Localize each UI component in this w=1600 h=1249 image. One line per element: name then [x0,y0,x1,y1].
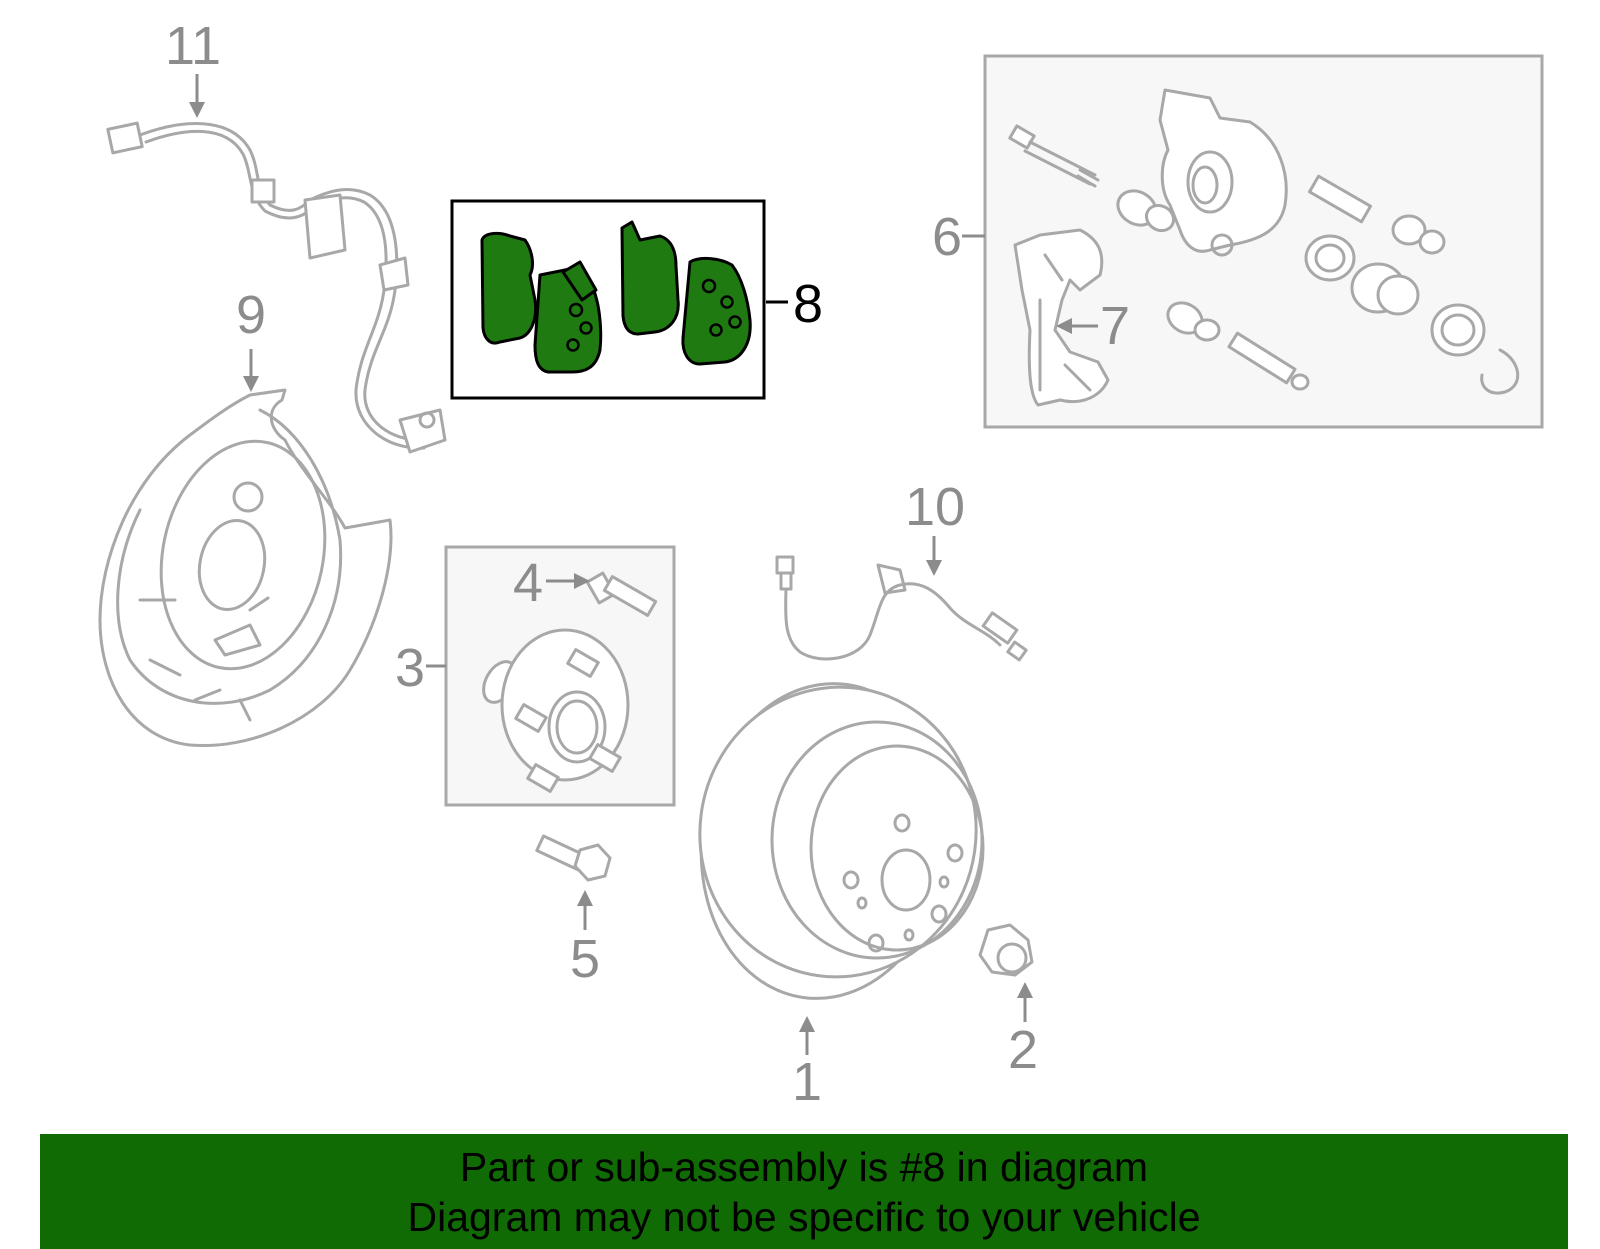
hub-assembly [482,628,630,793]
callout-2-arrow [1017,982,1033,1022]
callout-7-arrow [1056,318,1098,334]
dust-shield-part-9[interactable] [98,388,393,748]
caliper-parts [1008,88,1520,395]
brake-pads-part-8[interactable] [480,220,752,374]
bolt-part-5[interactable] [535,834,612,882]
callout-4-arrow [546,573,590,589]
callout-4: 4 [513,553,543,613]
callout-1: 1 [792,1052,822,1112]
callout-2: 2 [1008,1020,1038,1080]
callout-9: 9 [236,285,266,345]
info-banner: Part or sub-assembly is #8 in diagram Di… [40,1134,1568,1249]
callout-10: 10 [905,477,965,537]
wheel-stud-part-4[interactable] [585,571,658,617]
callout-10-arrow [926,536,942,576]
callout-11: 11 [165,16,221,76]
abs-sensor-wire-part-11[interactable] [106,121,447,454]
callout-9-arrow [243,349,259,392]
caliper-bracket-part-7[interactable] [1013,228,1110,407]
callout-3: 3 [395,638,425,698]
lug-nut-part-2[interactable] [978,923,1034,977]
callout-5-arrow [577,890,593,930]
callout-11-arrow [189,74,205,118]
callout-1-arrow [799,1016,815,1055]
callout-7: 7 [1100,296,1130,356]
callout-8: 8 [793,274,823,334]
banner-line-1: Part or sub-assembly is #8 in diagram [459,1144,1149,1190]
brake-hose-part-10[interactable] [775,555,1028,662]
callout-6: 6 [932,207,962,267]
banner-line-2: Diagram may not be specific to your vehi… [407,1194,1201,1240]
brake-rotor-part-1[interactable] [681,667,995,1014]
callout-5: 5 [570,929,600,989]
